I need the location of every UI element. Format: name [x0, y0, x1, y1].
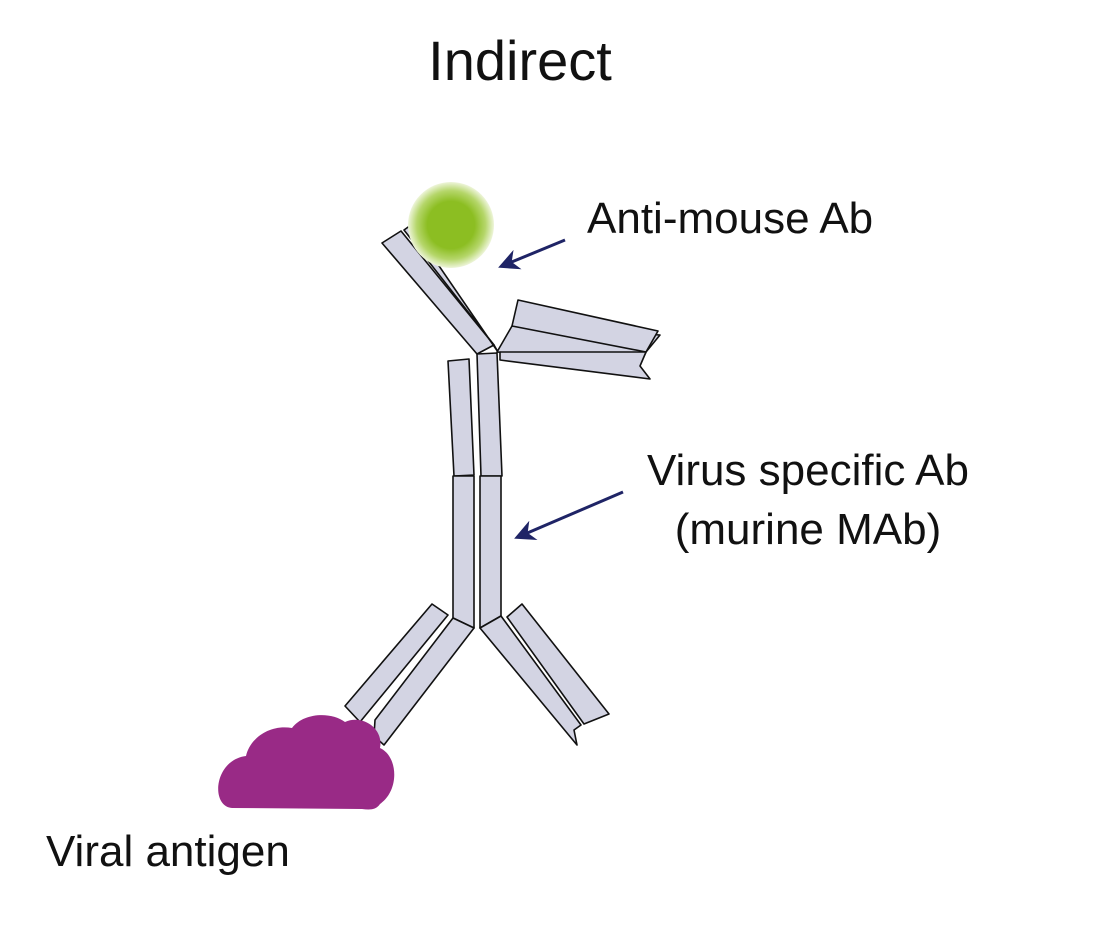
primary-arm-right-light [506, 603, 610, 725]
primary-arm-left-light [344, 603, 449, 723]
secondary-arm-right-tip [499, 351, 651, 380]
secondary-antibody [381, 224, 661, 477]
primary-stem-right [479, 475, 502, 629]
primary-antibody [344, 475, 610, 746]
fluorescent-label-dot [408, 182, 494, 268]
secondary-stem-left [447, 358, 475, 477]
viral-antigen-cloud [218, 715, 395, 810]
secondary-antibody-label: Anti-mouse Ab [587, 194, 873, 243]
secondary-stem-right [476, 352, 503, 477]
primary-antibody-label-line1: Virus specific Ab [647, 446, 969, 495]
secondary-antibody-arrow [498, 238, 566, 270]
diagram-title: Indirect [428, 29, 612, 92]
primary-antibody-label-line2: (murine MAb) [675, 505, 942, 554]
secondary-arm-right-light [511, 299, 659, 353]
primary-antibody-arrow [514, 490, 624, 541]
primary-arm-right-heavy [479, 615, 582, 746]
viral-antigen-label: Viral antigen [46, 827, 290, 876]
primary-stem-left [452, 475, 475, 629]
